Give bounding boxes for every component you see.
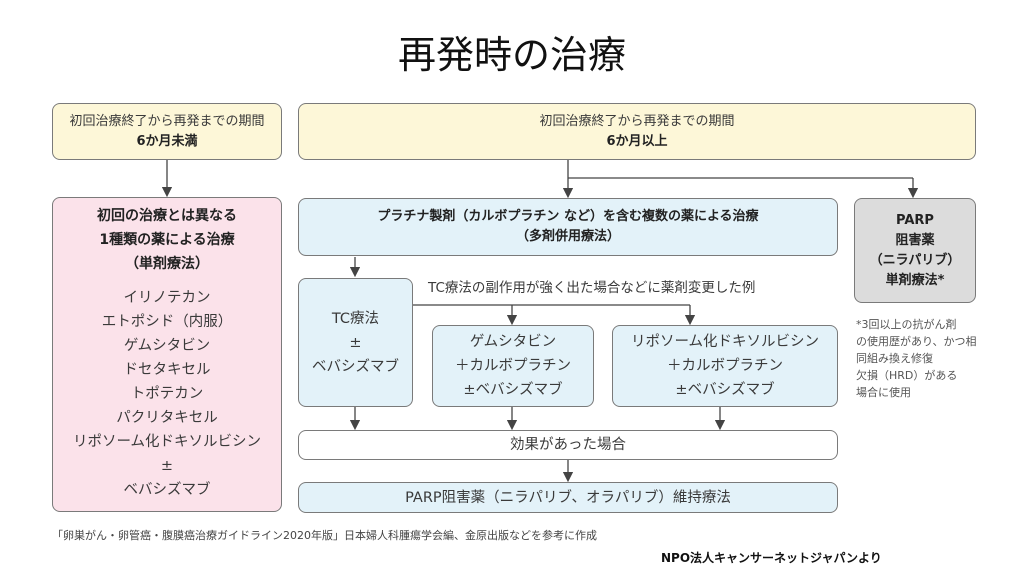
note-line: *3回以上の抗がん剤	[856, 318, 957, 331]
gem-line: ＋カルボプラチン	[455, 358, 571, 374]
parp-single-agent: PARP 阻害薬 （ニラパリブ） 単剤療法*	[854, 198, 976, 303]
source-citation: 「卵巣がん・卵管癌・腹膜癌治療ガイドライン2020年版」日本婦人科腫瘍学会編、金…	[52, 529, 597, 542]
period-label: 初回治療終了から再発までの期間	[539, 113, 735, 129]
parp-line: 阻害薬	[895, 232, 935, 248]
drug-item: トポテカン	[130, 386, 204, 402]
period-value: 6か月未満	[136, 133, 198, 149]
drug-item: パクリタキセル	[116, 410, 218, 426]
period-under-6-months: 初回治療終了から再発までの期間 6か月未満	[52, 103, 282, 160]
platinum-line-1: プラチナ製剤（カルボプラチン など）を含む複数の薬による治療	[377, 209, 759, 224]
drug-item: エトポシド（内服）	[101, 314, 233, 330]
parp-footnote: *3回以上の抗がん剤 の使用歴があり、かつ相同組み換え修復 欠損（HRD）がある…	[856, 316, 980, 401]
drug-item: ゲムシタビン	[123, 338, 211, 354]
parp-line: PARP	[896, 212, 934, 228]
lipo-line: リポソーム化ドキソルビシン	[630, 334, 820, 350]
page-title: 再発時の治療	[397, 33, 626, 77]
lipo-line: ±ベバシズマブ	[675, 382, 775, 398]
drug-list: イリノテカン エトポシド（内服） ゲムシタビン ドセタキセル トポテカン パクリ…	[73, 286, 261, 502]
tc-therapy: TC療法 ± ベバシズマブ	[298, 278, 413, 407]
drug-item: イリノテカン	[123, 290, 211, 306]
tc-change-note: TC療法の副作用が強く出た場合などに薬剤変更した例	[428, 280, 756, 296]
tc-line: ベバシズマブ	[312, 358, 399, 375]
note-line: の使用歴があり、かつ相同組み換え修復	[856, 335, 977, 365]
note-line: 場合に使用	[856, 386, 911, 399]
period-over-6-months: 初回治療終了から再発までの期間 6か月以上	[298, 103, 976, 160]
therapy-heading-3: （単剤療法）	[125, 256, 209, 272]
gemcitabine-regimen: ゲムシタビン ＋カルボプラチン ±ベバシズマブ	[432, 325, 594, 407]
maintenance-label: PARP阻害薬（ニラパリブ、オラパリブ）維持療法	[405, 489, 731, 506]
single-agent-therapy: 初回の治療とは異なる 1種類の薬による治療 （単剤療法） イリノテカン エトポシ…	[52, 197, 282, 512]
tc-line: TC療法	[331, 310, 380, 327]
period-label: 初回治療終了から再発までの期間	[69, 113, 265, 129]
parp-maintenance-therapy: PARP阻害薬（ニラパリブ、オラパリブ）維持療法	[298, 482, 838, 513]
effective-label: 効果があった場合	[510, 437, 626, 453]
parp-line: （ニラパリブ）	[869, 252, 961, 268]
therapy-heading-1: 初回の治療とは異なる	[97, 208, 237, 224]
platinum-line-2: （多剤併用療法）	[515, 229, 620, 244]
gem-line: ゲムシタビン	[469, 334, 557, 350]
liposomal-doxorubicin-regimen: リポソーム化ドキソルビシン ＋カルボプラチン ±ベバシズマブ	[612, 325, 838, 407]
platinum-combination-therapy: プラチナ製剤（カルボプラチン など）を含む複数の薬による治療 （多剤併用療法）	[298, 198, 838, 256]
credit-text: NPO法人キャンサーネットジャパンより	[661, 551, 882, 565]
drug-item: リポソーム化ドキソルビシン	[72, 434, 262, 450]
drug-item: ±	[160, 458, 174, 474]
therapy-heading-2: 1種類の薬による治療	[99, 232, 235, 248]
note-line: 欠損（HRD）がある	[856, 369, 958, 382]
lipo-line: ＋カルボプラチン	[667, 358, 783, 374]
parp-line: 単剤療法*	[885, 272, 945, 288]
drug-item: ベバシズマブ	[123, 482, 211, 498]
drug-item: ドセタキセル	[123, 362, 211, 378]
tc-line: ±	[349, 334, 362, 351]
gem-line: ±ベバシズマブ	[463, 382, 563, 398]
if-effective: 効果があった場合	[298, 430, 838, 460]
period-value: 6か月以上	[606, 133, 668, 149]
